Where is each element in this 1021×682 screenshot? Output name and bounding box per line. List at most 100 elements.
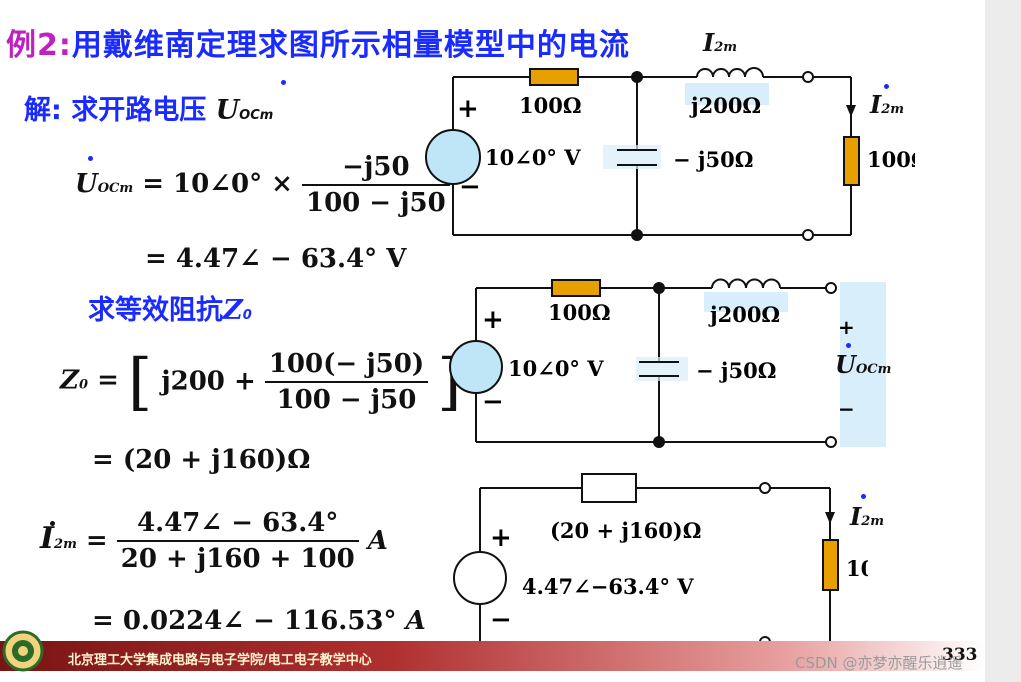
- step2-label: 求等效阻抗: [88, 295, 223, 326]
- circuit3-i2m: I2m: [850, 502, 884, 531]
- plus-sign: +: [490, 523, 512, 553]
- terminal-icon: [759, 482, 771, 494]
- capacitor-label: − j50Ω: [673, 147, 753, 172]
- circuit-original: + − 100Ω j200Ω 10∠0° V − j50Ω 100Ω: [425, 67, 915, 241]
- circuit2-uocm: UOCm: [835, 350, 891, 379]
- eq2-prefix: j200 +: [161, 366, 256, 397]
- minus-sign: −: [490, 605, 512, 635]
- eq2-z-sub: 0: [78, 377, 89, 393]
- equation-z0: Z0 = [ j200 + 100(− j50) 100 − j50 ]Ω: [60, 345, 485, 418]
- circuit1-i2m-top: I2m: [703, 28, 737, 57]
- terminal-icon: [802, 229, 814, 241]
- inductor-highlight: [685, 83, 769, 105]
- load-resistor-icon: [843, 136, 860, 186]
- phasor-dot: [846, 343, 851, 348]
- watermark: CSDN @亦梦亦醒乐逍遥: [795, 654, 963, 672]
- u-ocm-sub: OCm: [239, 108, 274, 123]
- eq3-i-sub: 2m: [54, 537, 77, 552]
- inductor-label: j200Ω: [708, 302, 780, 327]
- eq3-result-value: = 0.0224∠ − 116.53°: [92, 606, 397, 636]
- equation-uocm-result: = 4.47∠ − 63.4° V: [145, 244, 407, 274]
- phasor-dot: [884, 84, 889, 89]
- eq2-fraction: 100(− j50) 100 − j50: [264, 349, 429, 415]
- university-logo-icon: [2, 630, 44, 672]
- step1-heading: 解: 求开路电压 UOCm: [24, 88, 273, 127]
- eq1-fraction: −j50 100 − j50: [301, 152, 450, 218]
- eq1-factor: = 10∠0° ×: [142, 169, 293, 199]
- phasor-dot: [50, 521, 55, 526]
- phasor-dot: [861, 494, 866, 499]
- equation-i2m: I2m = 4.47∠ − 63.4° 20 + j160 + 100 A: [40, 508, 388, 574]
- open-minus: −: [838, 397, 855, 421]
- terminal-icon: [825, 282, 837, 294]
- phasor-dot: [281, 80, 286, 85]
- capacitor-label: − j50Ω: [696, 358, 776, 383]
- solution-label: 解:: [24, 95, 62, 126]
- node-dot: [653, 436, 665, 448]
- eq2-numerator: 100(− j50): [264, 349, 429, 383]
- z0-sub: 0: [242, 308, 252, 323]
- r1-label: 100Ω: [548, 300, 611, 325]
- eq3-equals: =: [85, 526, 108, 556]
- minus-sign: −: [482, 387, 504, 417]
- left-bracket: [: [127, 345, 153, 418]
- eq3-fraction: 4.47∠ − 63.4° 20 + j160 + 100: [116, 508, 359, 574]
- capacitor-highlight: [636, 357, 688, 381]
- eq1-u: U: [75, 169, 98, 199]
- plus-sign: +: [482, 305, 504, 335]
- eq2-denominator: 100 − j50: [276, 384, 417, 415]
- i2m-right-sub: 2m: [881, 102, 905, 117]
- source-label: 4.47∠−63.4° V: [522, 574, 694, 599]
- z0-symbol: Z: [223, 295, 243, 326]
- title-text: 用戴维南定理求图所示相量模型中的电流: [71, 28, 630, 63]
- step1-label: 求开路电压: [71, 95, 207, 126]
- phasor-dot: [88, 156, 93, 161]
- i2m-top-sub: 2m: [714, 40, 738, 55]
- open-plus: +: [838, 315, 855, 339]
- terminal-icon: [825, 436, 837, 448]
- node-dot: [653, 282, 665, 294]
- footer-bar: [0, 641, 985, 671]
- node-dot: [631, 71, 643, 83]
- resistor-icon: [551, 279, 601, 297]
- load-resistor-icon: [822, 539, 839, 591]
- circuit-thevenin: + − (20 + j160)Ω 4.47∠−63.4° V 100Ω: [453, 473, 868, 648]
- step2-heading: 求等效阻抗Z0: [88, 288, 252, 327]
- eq2-equals: =: [97, 365, 119, 396]
- circuit1-i2m-right: I2m: [870, 90, 904, 119]
- eq3-result-unit: A: [405, 606, 426, 636]
- page-number: 333: [942, 645, 978, 665]
- eq2-z: Z: [60, 365, 79, 396]
- voltage-source-icon: [425, 129, 481, 185]
- slide: 例2:用戴维南定理求图所示相量模型中的电流 解: 求开路电压 UOCm UOCm…: [0, 20, 985, 672]
- i2m-symbol: I: [850, 502, 862, 531]
- equation-z0-result: = (20 + j160)Ω: [92, 445, 311, 475]
- eq3-denominator: 20 + j160 + 100: [120, 544, 355, 574]
- equation-i2m-result: = 0.0224∠ − 116.53° A: [92, 606, 426, 636]
- i2m-top-symbol: I: [703, 28, 715, 57]
- uocm-symbol: U: [835, 350, 856, 379]
- current-arrow-icon: [825, 512, 835, 524]
- equation-uocm: UOCm = 10∠0° × −j50 100 − j50: [75, 152, 450, 218]
- inductor-label: j200Ω: [689, 93, 761, 118]
- right-margin: [985, 0, 1021, 682]
- open-terminal-highlight: [840, 282, 886, 447]
- source-label: 10∠0° V: [485, 145, 581, 170]
- plus-sign: +: [457, 94, 479, 124]
- eq3-unit: A: [367, 526, 388, 556]
- node-dot: [631, 229, 643, 241]
- i2m-sub: 2m: [861, 514, 885, 529]
- load-label: 100Ω: [867, 147, 915, 172]
- load-label: 100Ω: [846, 556, 868, 581]
- uocm-sub: OCm: [855, 362, 892, 377]
- z0-label: (20 + j160)Ω: [550, 518, 701, 543]
- minus-sign: −: [459, 172, 481, 202]
- source-label: 10∠0° V: [508, 356, 604, 381]
- circuit-open-circuit: + − 100Ω j200Ω 10∠0° V − j50Ω + −: [449, 278, 886, 448]
- slide-title: 例2:用戴维南定理求图所示相量模型中的电流: [6, 20, 630, 64]
- i2m-right-symbol: I: [870, 90, 882, 119]
- eq1-denominator: 100 − j50: [305, 188, 446, 218]
- terminal-icon: [802, 71, 814, 83]
- resistor-icon: [529, 68, 579, 86]
- r1-label: 100Ω: [519, 93, 582, 118]
